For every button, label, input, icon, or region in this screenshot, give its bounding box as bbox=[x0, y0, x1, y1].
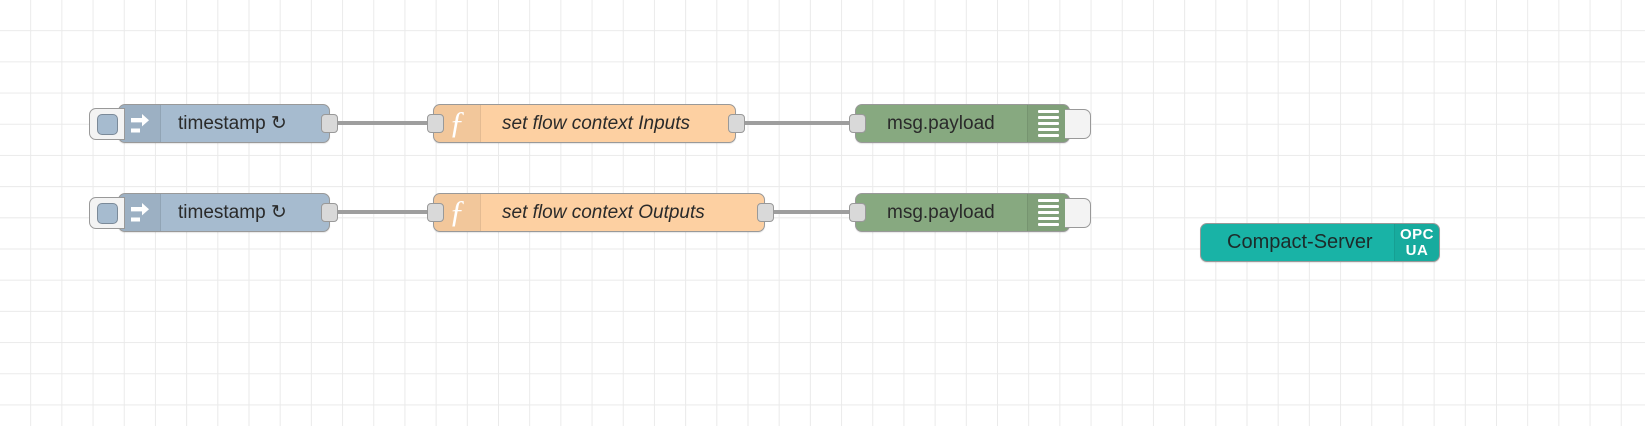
function-node-label: set flow context Inputs bbox=[502, 112, 690, 134]
debug-lines-icon bbox=[1027, 105, 1069, 142]
opcua-badge-icon: OPC UA bbox=[1394, 224, 1439, 261]
function-input-port[interactable] bbox=[427, 114, 444, 133]
function-output-port[interactable] bbox=[728, 114, 745, 133]
debug-input-port[interactable] bbox=[849, 114, 866, 133]
inject-output-port[interactable] bbox=[321, 114, 338, 133]
debug-node[interactable]: msg.payload bbox=[855, 104, 1091, 143]
function-node[interactable]: ƒ set flow context Outputs bbox=[433, 193, 765, 232]
inject-trigger-button[interactable] bbox=[89, 108, 125, 140]
opcua-server-label: Compact-Server bbox=[1227, 231, 1373, 253]
debug-node[interactable]: msg.payload bbox=[855, 193, 1091, 232]
inject-button-glyph bbox=[96, 113, 118, 135]
inject-output-port[interactable] bbox=[321, 203, 338, 222]
debug-input-port[interactable] bbox=[849, 203, 866, 222]
debug-node-label: msg.payload bbox=[887, 112, 995, 134]
inject-trigger-button[interactable] bbox=[89, 197, 125, 229]
wire-inject-to-function[interactable] bbox=[330, 121, 436, 125]
function-node[interactable]: ƒ set flow context Inputs bbox=[433, 104, 736, 143]
inject-button-glyph bbox=[96, 202, 118, 224]
debug-enable-toggle[interactable] bbox=[1065, 109, 1091, 139]
debug-lines-icon bbox=[1027, 194, 1069, 231]
function-output-port[interactable] bbox=[757, 203, 774, 222]
inject-arrow-icon bbox=[119, 194, 161, 231]
inject-node[interactable]: timestamp ↻ bbox=[89, 193, 330, 232]
debug-node-label: msg.payload bbox=[887, 201, 995, 223]
debug-enable-toggle[interactable] bbox=[1065, 198, 1091, 228]
inject-node-label: timestamp ↻ bbox=[178, 202, 287, 223]
wire-function-to-debug[interactable] bbox=[763, 210, 858, 214]
function-input-port[interactable] bbox=[427, 203, 444, 222]
function-node-label: set flow context Outputs bbox=[502, 201, 705, 223]
opcua-server-node[interactable]: Compact-Server OPC UA bbox=[1200, 223, 1440, 262]
opcua-badge-top: OPC bbox=[1399, 225, 1434, 243]
inject-node[interactable]: timestamp ↻ bbox=[89, 104, 330, 143]
inject-arrow-icon bbox=[119, 105, 161, 142]
wire-inject-to-function[interactable] bbox=[330, 210, 436, 214]
inject-node-label: timestamp ↻ bbox=[178, 113, 287, 134]
opcua-badge-bottom: UA bbox=[1405, 241, 1429, 259]
wire-function-to-debug[interactable] bbox=[734, 121, 858, 125]
